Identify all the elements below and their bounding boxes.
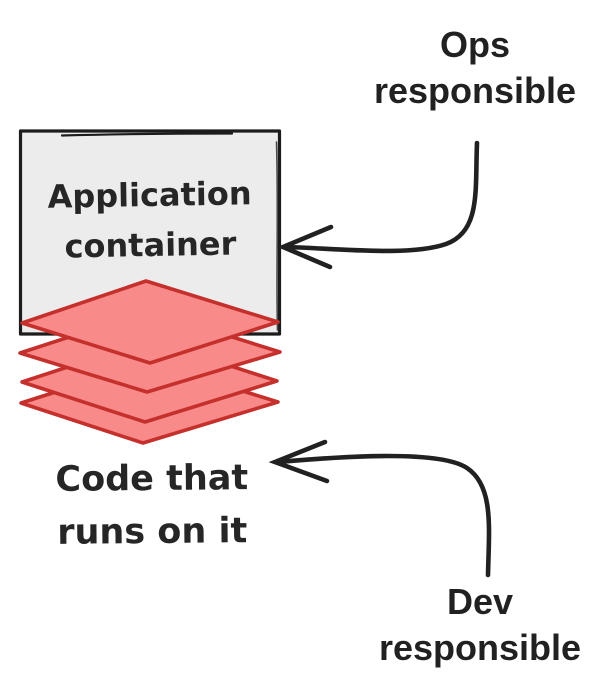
code-layer-1 [20,279,280,365]
code-layers-label: Code that runs on it [27,452,278,560]
code-layers [18,279,282,445]
application-container-label-line2: container [64,224,237,266]
ops-arrowhead [277,224,334,270]
code-layers-label-line1: Code that [55,458,249,500]
ops-responsible-label-line1: Ops [439,24,510,65]
dev-responsible-label: Dev responsible [360,579,600,671]
application-container-label: Application container [24,168,276,272]
ops-arrow-shaft [282,140,480,254]
ops-arrow [277,140,480,270]
code-layers-label-line2: runs on it [57,511,248,553]
dev-responsible-label-line1: Dev [446,581,514,622]
dev-arrowhead [268,439,330,484]
box-sketch-line-top [60,132,234,137]
dev-arrow-shaft [275,453,492,578]
dev-responsible-label-line2: responsible [378,627,582,668]
box-sketch-line-right [275,141,279,331]
ops-responsible-label: Ops responsible [355,22,595,114]
dev-arrow [268,439,492,578]
application-container-label-line1: Application [47,174,252,216]
ops-responsible-label-line2: responsible [373,70,577,111]
